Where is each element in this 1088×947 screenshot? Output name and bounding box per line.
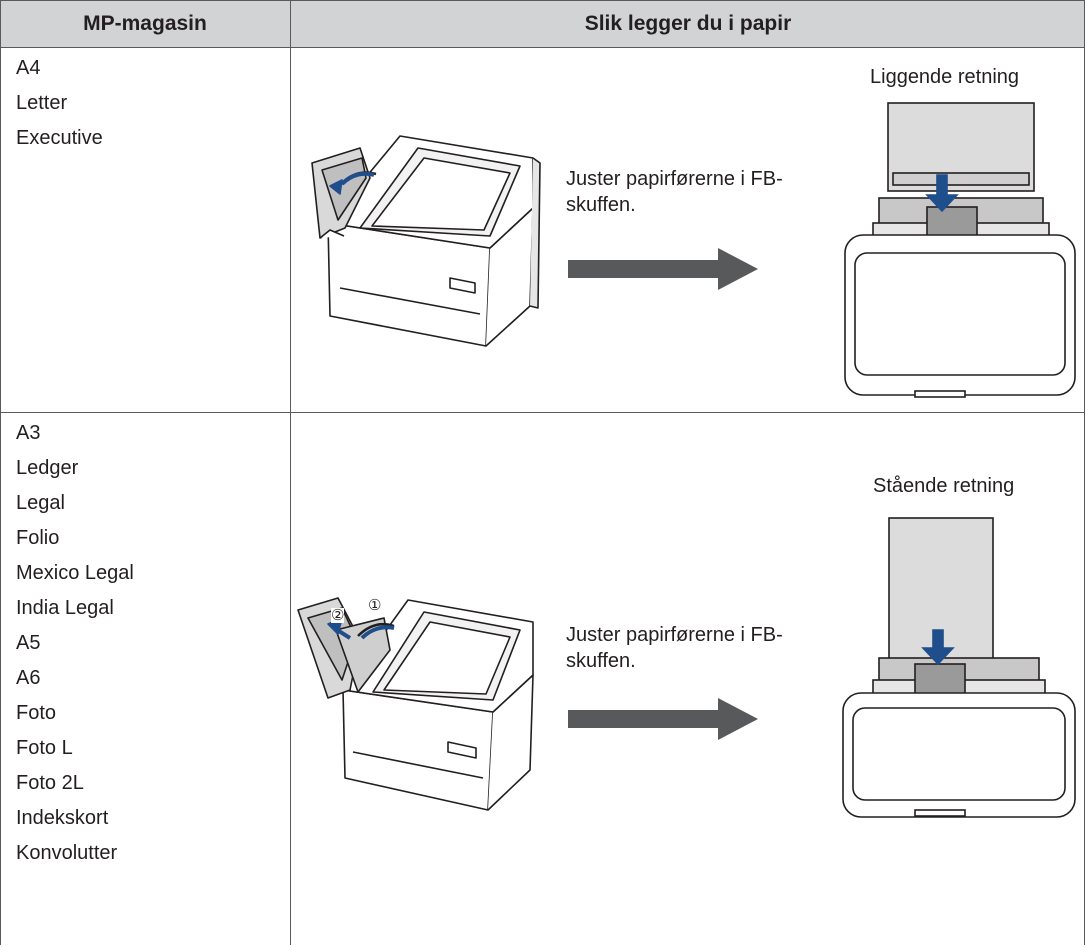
header-how-to-load: Slik legger du i papir [291,0,1085,47]
size-item: Foto L [16,737,73,759]
size-item: Ledger [16,457,79,479]
tray-top-view-portrait [842,517,1076,818]
right-arrow-icon [568,248,758,290]
size-item: A6 [16,667,41,689]
table-border-top [0,0,1085,1]
tray-top-view-landscape [844,102,1076,398]
table-border-left [0,0,1,945]
right-arrow-icon [568,698,758,740]
row1-size-list: A4 Letter Executive [16,56,103,161]
row2-orientation-label: Stående retning [873,475,1015,497]
table-border-right [1084,0,1085,945]
size-item: Foto [16,702,57,724]
row2-instruction: Juster papirførerne i FB-skuffen. [566,624,783,672]
row1-orientation-label: Liggende retning [870,66,1020,88]
size-item: A5 [16,632,41,654]
header-divider [0,47,1085,48]
size-item: Legal [16,492,65,514]
size-item: Mexico Legal [16,562,134,584]
step-2-marker: ② [331,607,345,624]
size-item: A4 [16,57,41,79]
size-item: Executive [16,127,103,149]
column-divider [290,0,291,945]
printer-illustration-row2 [297,597,534,811]
header-how-to-load-label: Slik legger du i papir [584,11,792,35]
row2-size-list: A3 Ledger Legal Folio Mexico Legal India… [16,421,134,876]
size-item: A3 [16,422,41,444]
printer-illustration-row1 [311,135,541,347]
header-mp-tray: MP-magasin [0,0,290,47]
header-mp-tray-label: MP-magasin [83,11,207,35]
row1-instruction: Juster papirførerne i FB-skuffen. [566,168,783,216]
size-item: Folio [16,527,60,549]
size-item: Foto 2L [16,772,84,794]
size-item: Letter [16,92,68,114]
size-item: Indekskort [16,807,109,829]
row-divider [0,412,1085,413]
size-item: India Legal [16,597,114,619]
size-item: Konvolutter [16,842,118,864]
step-1-marker: ① [368,597,382,614]
